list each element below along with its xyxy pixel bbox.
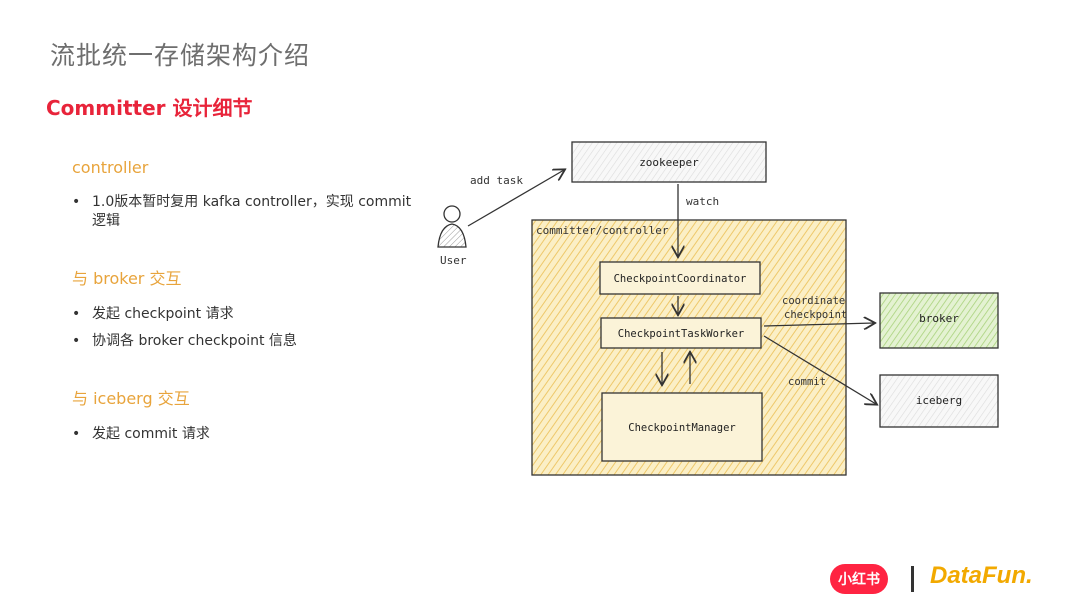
- watch-label: watch: [686, 195, 719, 208]
- coordinator-label: CheckpointCoordinator: [614, 273, 747, 285]
- section-controller: controller • 1.0版本暂时复用 kafka controller，实…: [72, 158, 412, 231]
- user-icon: [437, 205, 467, 248]
- bullet-dot-icon: •: [72, 426, 81, 442]
- coordinate-checkpoint-arrow: [763, 323, 874, 326]
- page-subtitle: Committer 设计细节: [46, 96, 253, 120]
- architecture-diagram: committer/controller zookeeper User add …: [437, 141, 999, 476]
- user-label: User: [440, 254, 467, 267]
- manager-label: CheckpointManager: [628, 422, 735, 434]
- xiaohongshu-logo: 小红书: [830, 564, 888, 594]
- page-title: 流批统一存储架构介绍: [50, 41, 311, 70]
- commit-arrow: [763, 335, 876, 404]
- bullet-item: • 协调各 broker checkpoint 信息: [72, 332, 412, 351]
- bullet-text: 发起 commit 请求: [92, 426, 210, 442]
- broker-label: broker: [919, 312, 959, 325]
- bullet-dot-icon: •: [72, 194, 81, 210]
- section-broker: 与 broker 交互 • 发起 checkpoint 请求 • 协调各 broke…: [72, 265, 412, 351]
- checkpoint-coordinator-box: [599, 261, 761, 295]
- zookeeper-label: zookeeper: [639, 156, 699, 169]
- logo-divider: [911, 566, 914, 592]
- zookeeper-box: [571, 141, 767, 183]
- bullet-text: 协调各 broker checkpoint 信息: [92, 333, 297, 349]
- container-label: committer/controller: [536, 224, 669, 237]
- coordinate-label-line2: checkpoint: [784, 309, 847, 321]
- bullet-dot-icon: •: [72, 306, 81, 322]
- section-iceberg: 与 iceberg 交互 • 发起 commit 请求: [72, 385, 412, 444]
- coordinate-label-line1: coordinate: [782, 295, 845, 307]
- add-task-arrow: [467, 170, 564, 227]
- bullet-item: • 发起 commit 请求: [72, 425, 412, 444]
- section-heading: 与 broker 交互: [72, 269, 182, 288]
- checkpoint-task-worker-box: [600, 317, 762, 349]
- add-task-label: add task: [470, 174, 523, 187]
- iceberg-box: [879, 374, 999, 428]
- task-worker-label: CheckpointTaskWorker: [618, 328, 744, 340]
- commit-label: commit: [788, 376, 826, 388]
- broker-box: [879, 292, 999, 349]
- checkpoint-manager-box: [601, 392, 763, 462]
- bullet-text: 发起 checkpoint 请求: [92, 306, 234, 322]
- bullet-text: 1.0版本暂时复用 kafka controller，实现 commit 逻辑: [92, 194, 412, 229]
- bullet-item: • 1.0版本暂时复用 kafka controller，实现 commit 逻辑: [72, 193, 412, 231]
- section-heading: controller: [72, 158, 149, 177]
- left-text-panel: controller • 1.0版本暂时复用 kafka controller，实…: [72, 158, 412, 478]
- iceberg-label: iceberg: [916, 394, 962, 407]
- datafun-logo: DataFun.: [930, 562, 1033, 589]
- section-heading: 与 iceberg 交互: [72, 389, 190, 408]
- bullet-item: • 发起 checkpoint 请求: [72, 305, 412, 324]
- bullet-dot-icon: •: [72, 333, 81, 349]
